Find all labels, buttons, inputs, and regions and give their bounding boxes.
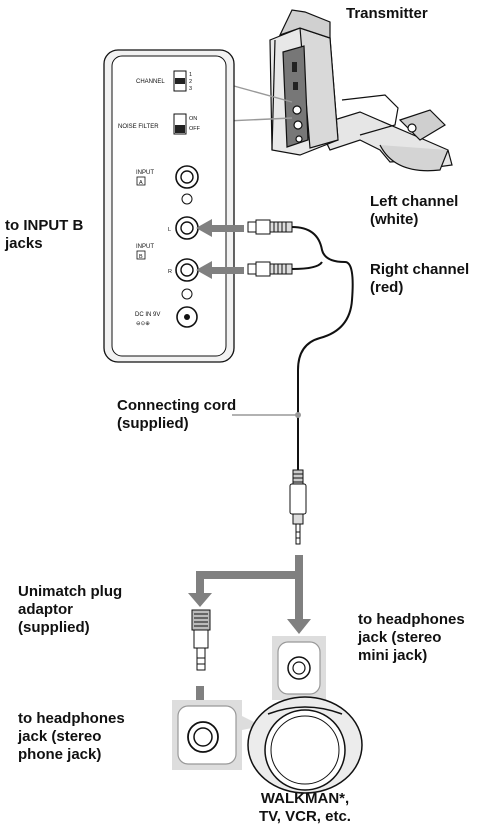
input-a-letter: A [139,180,143,186]
input-b-right-jack[interactable] [175,258,199,282]
channel-opt-3: 3 [189,86,192,92]
arrow-to-right-jack [196,261,244,279]
jack-r-label: R [168,269,172,275]
rear-panel: CHANNEL 1 2 3 NOISE FILTER ON OFF INPUT … [103,49,235,363]
channel-label: CHANNEL [136,79,165,85]
arrow-to-left-jack [196,219,244,237]
cord-pointer [232,412,301,418]
to-headphones-mini-label: to headphones jack (stereo mini jack) [358,611,465,664]
mini-jack-callout [272,636,326,716]
right-channel-label: Right channel (red) [370,261,470,296]
rca-plug-red [247,261,293,277]
rca-plug-white [247,219,293,235]
input-a-jack[interactable] [175,165,199,189]
walkman-label: WALKMAN*, TV, VCR, etc. [259,790,351,825]
indicator-led [181,288,193,300]
noise-filter-on: ON [189,116,197,122]
dc-in-jack[interactable] [176,306,198,328]
noise-filter-off: OFF [189,126,201,132]
input-b-letter: B [139,254,143,260]
split-arrows [188,555,311,634]
channel-opt-1: 1 [189,72,192,78]
input-a-label: INPUT [136,170,154,176]
noise-filter-label: NOISE FILTER [118,124,159,130]
transmitter-illustration [269,9,453,172]
dc-polarity: ⊖⊙⊕ [136,321,150,327]
left-channel-label: Left channel (white) [370,193,459,228]
dc-in-label: DC IN 9V [135,312,160,318]
connecting-cord [291,226,354,470]
channel-opt-2: 2 [189,79,192,85]
indicator-led [181,193,193,205]
phone-jack-callout [172,700,262,770]
input-b-label: INPUT [136,244,154,250]
connecting-cord-label: Connecting cord (supplied) [117,397,237,432]
unimatch-adaptor [191,609,211,671]
to-headphones-phone-label: to headphones jack (stereo phone jack) [18,710,125,763]
walkman-device [247,696,363,794]
stereo-mini-plug [289,469,307,545]
to-input-b-label: to INPUT B jacks [5,217,84,252]
jack-l-label: L [168,227,171,233]
input-b-left-jack[interactable] [175,216,199,240]
unimatch-adaptor-label: Unimatch plug adaptor (supplied) [18,583,123,636]
transmitter-label: Transmitter [346,5,428,22]
